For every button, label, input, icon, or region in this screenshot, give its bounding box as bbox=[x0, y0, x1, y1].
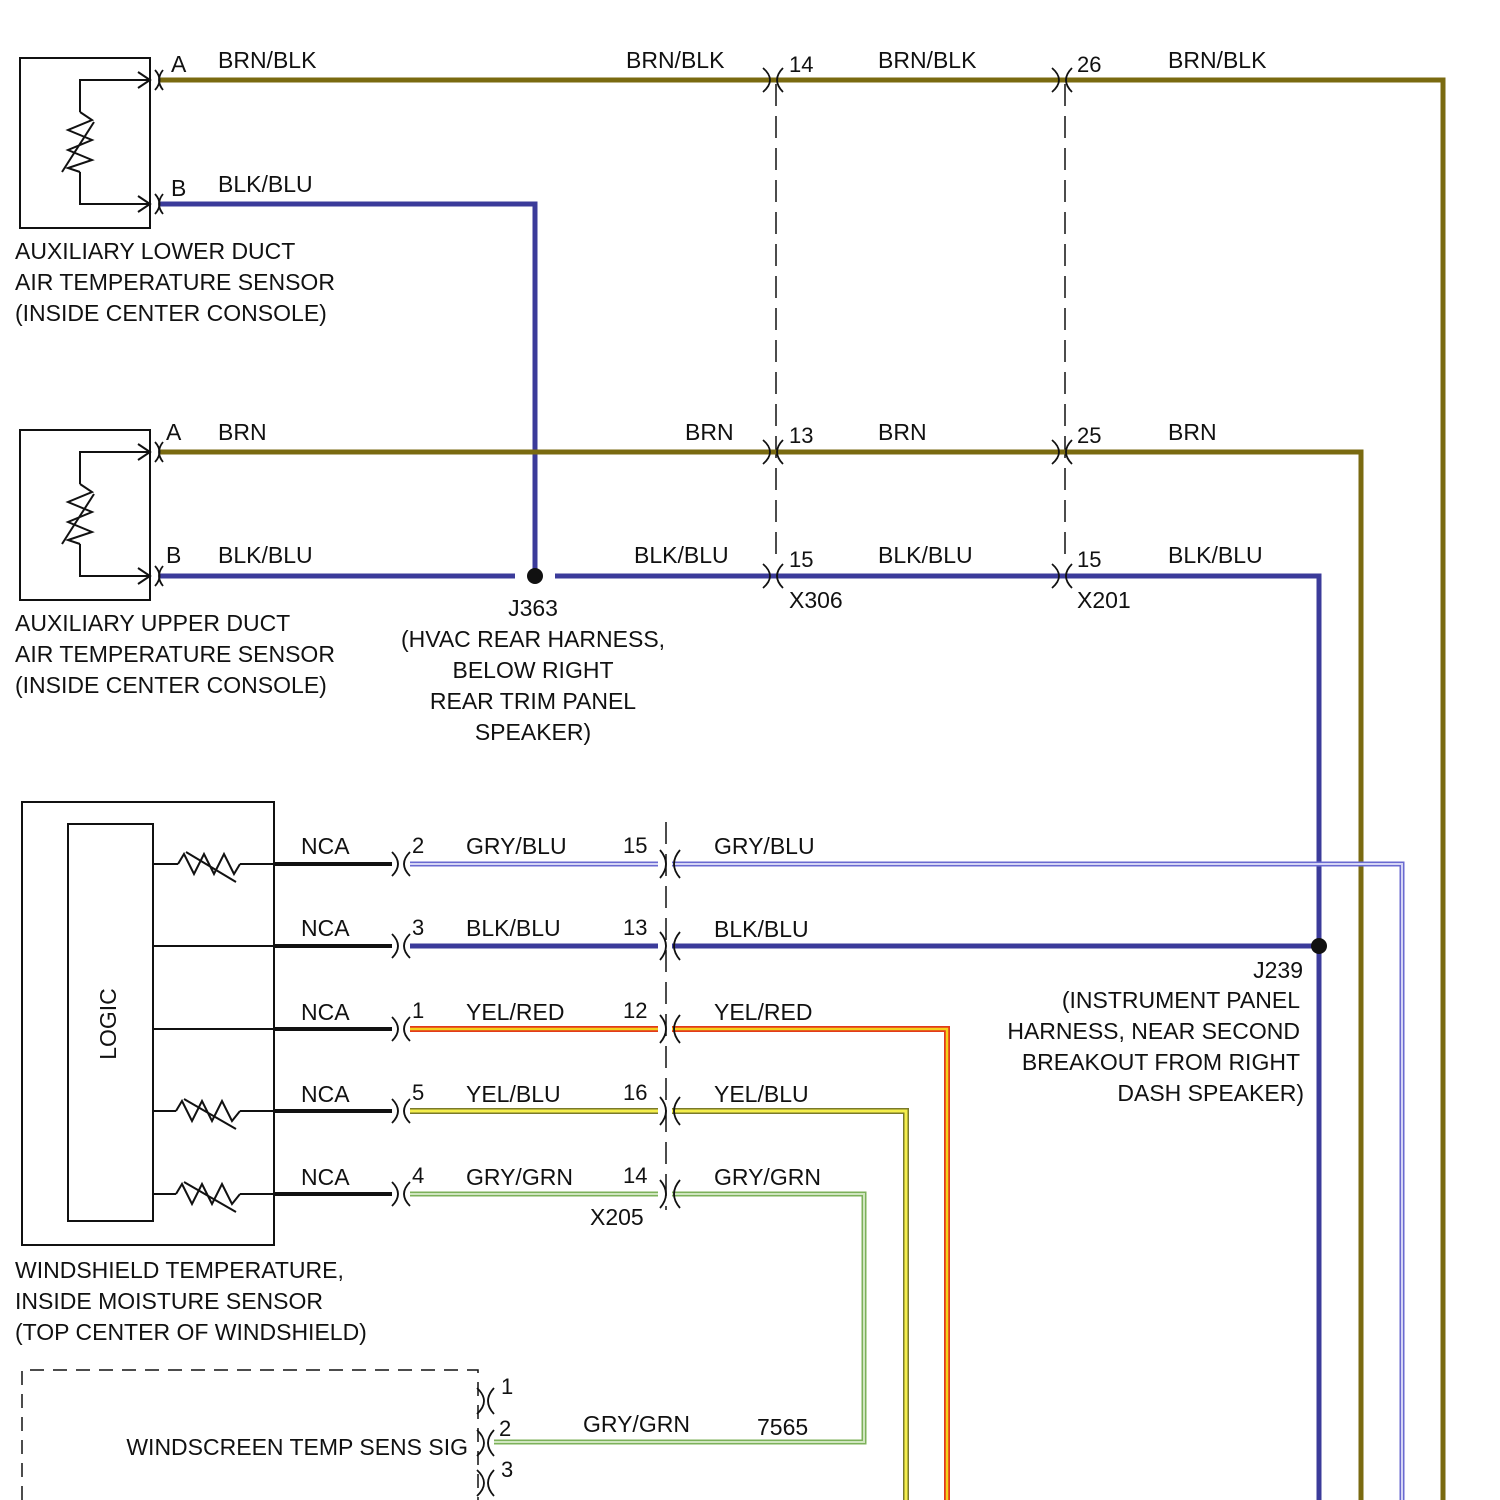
x205-pin-0: 15 bbox=[623, 833, 647, 858]
thermistor-icon bbox=[176, 1182, 240, 1212]
logic-label: LOGIC bbox=[95, 988, 121, 1060]
upper-a-color-4: BRN bbox=[1168, 419, 1217, 445]
x306-pin-15: 15 bbox=[789, 547, 813, 572]
x205-pin-3: 16 bbox=[623, 1080, 647, 1105]
ws-pin-0: 2 bbox=[412, 833, 424, 858]
thermistor-icon bbox=[176, 1099, 240, 1129]
ws-color-right-2: YEL/RED bbox=[714, 999, 812, 1025]
splice-j239-line-1: (INSTRUMENT PANEL bbox=[1062, 987, 1300, 1013]
ws-color-right-4: GRY/GRN bbox=[714, 1164, 821, 1190]
module-signal-label: WINDSCREEN TEMP SENS SIG bbox=[126, 1434, 468, 1460]
wire-lower-a bbox=[160, 80, 1443, 1500]
ws-pin-4: 4 bbox=[412, 1163, 424, 1188]
module-pin-3: 3 bbox=[501, 1457, 513, 1482]
upper-pin-b: B bbox=[166, 542, 181, 568]
module-circuit-number: 7565 bbox=[757, 1414, 808, 1440]
lower-a-color-1: BRN/BLK bbox=[218, 47, 317, 73]
splice-dot-icon bbox=[1311, 938, 1327, 954]
splice-dot-icon bbox=[527, 568, 543, 584]
upper-b-color-4: BLK/BLU bbox=[1168, 542, 1263, 568]
ws-color-right-3: YEL/BLU bbox=[714, 1081, 809, 1107]
ws-color-0: GRY/BLU bbox=[466, 833, 567, 859]
ws-nca-4: NCA bbox=[301, 1164, 350, 1190]
thermistor-icon bbox=[62, 112, 94, 172]
lower-pin-b: B bbox=[171, 175, 186, 201]
upper-a-color-1: BRN bbox=[218, 419, 267, 445]
ws-pin-1: 3 bbox=[412, 915, 424, 940]
ws-color-1: BLK/BLU bbox=[466, 915, 561, 941]
splice-j363-line-1: (HVAC REAR HARNESS, bbox=[401, 626, 665, 652]
upper-a-color-2: BRN bbox=[685, 419, 734, 445]
splice-j239-id: J239 bbox=[1253, 957, 1303, 983]
splice-j363-line-2: BELOW RIGHT bbox=[452, 657, 613, 683]
thermistor-icon bbox=[62, 484, 94, 544]
connector-x201-label: X201 bbox=[1077, 587, 1131, 613]
ws-color-right-0: GRY/BLU bbox=[714, 833, 815, 859]
lower-pin-a: A bbox=[171, 51, 187, 77]
connector-x205-label: X205 bbox=[590, 1204, 644, 1230]
ws-nca-1: NCA bbox=[301, 915, 350, 941]
splice-j239-line-2: HARNESS, NEAR SECOND bbox=[1007, 1018, 1300, 1044]
upper-a-color-3: BRN bbox=[878, 419, 927, 445]
lower-sensor-title-3: (INSIDE CENTER CONSOLE) bbox=[15, 300, 327, 326]
splice-j239-line-3: BREAKOUT FROM RIGHT bbox=[1022, 1049, 1300, 1075]
splice-j363-line-3: REAR TRIM PANEL bbox=[430, 688, 636, 714]
x201-pin-15: 15 bbox=[1077, 547, 1101, 572]
lower-sensor-title-1: AUXILIARY LOWER DUCT bbox=[15, 238, 295, 264]
lower-a-color-4: BRN/BLK bbox=[1168, 47, 1267, 73]
windshield-sensor-title-1: WINDSHIELD TEMPERATURE, bbox=[15, 1257, 344, 1283]
upper-pin-a: A bbox=[166, 419, 182, 445]
upper-sensor-title-3: (INSIDE CENTER CONSOLE) bbox=[15, 672, 327, 698]
windshield-sensor-title-3: (TOP CENTER OF WINDSHIELD) bbox=[15, 1319, 367, 1345]
splice-j239-line-4: DASH SPEAKER) bbox=[1117, 1080, 1304, 1106]
x205-pin-1: 13 bbox=[623, 915, 647, 940]
ws-color-3: YEL/BLU bbox=[466, 1081, 561, 1107]
upper-b-color-3: BLK/BLU bbox=[878, 542, 973, 568]
splice-j363-id: J363 bbox=[508, 595, 558, 621]
lower-a-color-2: BRN/BLK bbox=[626, 47, 725, 73]
ws-pin-2: 1 bbox=[412, 998, 424, 1023]
windshield-sensor-title-2: INSIDE MOISTURE SENSOR bbox=[15, 1288, 323, 1314]
lower-a-color-3: BRN/BLK bbox=[878, 47, 977, 73]
ws-color-2: YEL/RED bbox=[466, 999, 564, 1025]
thermistor-icon bbox=[178, 852, 240, 882]
x205-pin-4: 14 bbox=[623, 1163, 647, 1188]
ws-pin-3: 5 bbox=[412, 1080, 424, 1105]
lower-duct-sensor bbox=[20, 58, 150, 228]
ws-nca-0: NCA bbox=[301, 833, 350, 859]
ws-nca-2: NCA bbox=[301, 999, 350, 1025]
upper-duct-sensor bbox=[20, 430, 150, 600]
x201-pin-26: 26 bbox=[1077, 52, 1101, 77]
wire-gry-grn bbox=[410, 1194, 864, 1442]
module-pin-1: 1 bbox=[501, 1374, 513, 1399]
splice-j363-line-4: SPEAKER) bbox=[475, 719, 591, 745]
upper-b-color-1: BLK/BLU bbox=[218, 542, 313, 568]
x205-pin-2: 12 bbox=[623, 998, 647, 1023]
ws-nca-3: NCA bbox=[301, 1081, 350, 1107]
upper-sensor-title-2: AIR TEMPERATURE SENSOR bbox=[15, 641, 335, 667]
x306-pin-14: 14 bbox=[789, 52, 813, 77]
lower-sensor-title-2: AIR TEMPERATURE SENSOR bbox=[15, 269, 335, 295]
upper-b-color-2: BLK/BLU bbox=[634, 542, 729, 568]
lower-b-color: BLK/BLU bbox=[218, 171, 313, 197]
ws-color-4: GRY/GRN bbox=[466, 1164, 573, 1190]
ws-color-right-1: BLK/BLU bbox=[714, 916, 809, 942]
module-wire-color: GRY/GRN bbox=[583, 1411, 690, 1437]
windshield-sensor: LOGIC bbox=[22, 802, 274, 1245]
module-pin-2: 2 bbox=[499, 1416, 511, 1441]
x201-pin-25: 25 bbox=[1077, 423, 1101, 448]
nca-wires bbox=[274, 864, 392, 1194]
connector-x306-label: X306 bbox=[789, 587, 843, 613]
x306-pin-13: 13 bbox=[789, 423, 813, 448]
upper-sensor-title-1: AUXILIARY UPPER DUCT bbox=[15, 610, 290, 636]
